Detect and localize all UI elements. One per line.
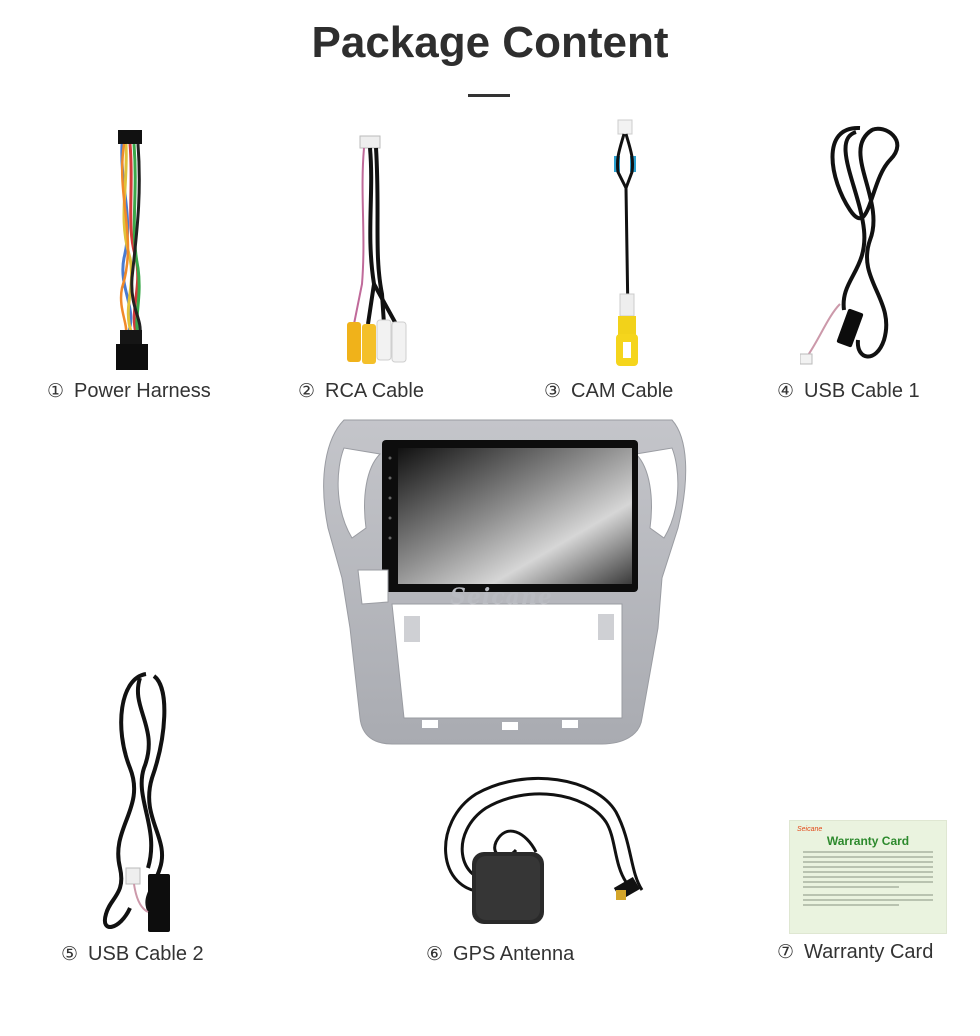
power-harness-image bbox=[116, 130, 148, 370]
item-label-usb-cable-2: ⑤ USB Cable 2 bbox=[61, 943, 204, 966]
item-number: ⑤ bbox=[61, 944, 79, 965]
item-label-usb-cable-1: ④ USB Cable 1 bbox=[777, 380, 920, 403]
item-label-rca-cable: ② RCA Cable bbox=[298, 380, 424, 403]
warranty-card-text-line bbox=[803, 881, 933, 883]
cam-cable-image bbox=[614, 119, 638, 366]
item-text: Warranty Card bbox=[804, 941, 934, 963]
title-divider bbox=[468, 94, 510, 97]
page-title: Package Content bbox=[311, 18, 669, 67]
usb-cable-2-image bbox=[102, 672, 170, 932]
usb-cable-image bbox=[800, 125, 900, 365]
item-text: CAM Cable bbox=[571, 380, 674, 402]
warranty-card-text-line bbox=[803, 856, 933, 858]
item-number: ⑦ bbox=[777, 942, 795, 963]
item-number: ⑥ bbox=[426, 944, 444, 965]
item-text: USB Cable 1 bbox=[804, 380, 920, 402]
item-number: ① bbox=[47, 381, 65, 402]
item-text: GPS Antenna bbox=[453, 943, 575, 965]
warranty-card-text-line bbox=[803, 861, 933, 863]
gps-antenna-image bbox=[444, 776, 644, 924]
head-unit-brand-logo: Seicane bbox=[450, 584, 553, 610]
item-label-cam-cable: ③ CAM Cable bbox=[544, 380, 673, 403]
warranty-card-text-line bbox=[803, 886, 899, 888]
item-label-power-harness: ① Power Harness bbox=[47, 380, 211, 403]
warranty-card-text-line bbox=[803, 851, 933, 853]
warranty-card-brand: Seicane bbox=[797, 826, 823, 833]
warranty-card-title: Warranty Card bbox=[826, 834, 910, 848]
warranty-card-text-line bbox=[803, 866, 933, 868]
warranty-card-text-line bbox=[803, 876, 933, 878]
warranty-card-image: Seicane Warranty Card bbox=[789, 820, 947, 934]
warranty-card-text-line bbox=[803, 899, 933, 901]
rca-cable-image bbox=[347, 135, 407, 364]
warranty-card-text-line bbox=[803, 904, 899, 906]
item-number: ④ bbox=[777, 381, 795, 402]
warranty-card-text-line bbox=[803, 871, 933, 873]
item-text: Power Harness bbox=[74, 380, 211, 402]
item-label-gps-antenna: ⑥ GPS Antenna bbox=[426, 943, 574, 966]
item-text: USB Cable 2 bbox=[88, 943, 204, 965]
head-unit-image bbox=[323, 419, 687, 745]
item-number: ② bbox=[298, 381, 316, 402]
warranty-card-text-line bbox=[803, 894, 933, 896]
item-label-warranty-card: ⑦ Warranty Card bbox=[777, 941, 933, 964]
item-text: RCA Cable bbox=[325, 380, 424, 402]
item-number: ③ bbox=[544, 381, 562, 402]
